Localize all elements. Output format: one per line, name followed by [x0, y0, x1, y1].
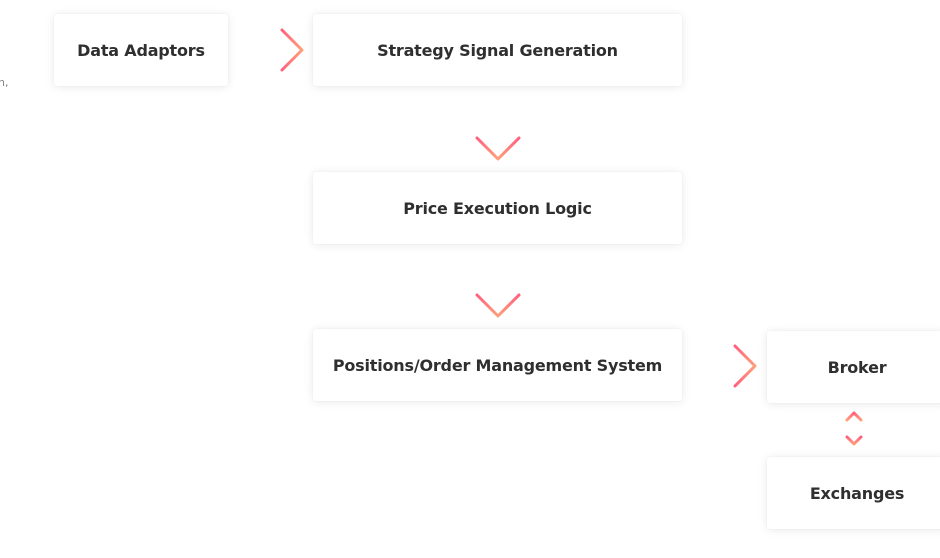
node-label: Data Adaptors	[77, 40, 205, 60]
node-positions-order-management-system: Positions/Order Management System	[313, 329, 682, 401]
node-label: Price Execution Logic	[403, 198, 592, 218]
node-label: Broker	[827, 357, 887, 377]
arrow-right-icon	[240, 28, 304, 72]
node-price-execution-logic: Price Execution Logic	[313, 172, 682, 244]
node-exchanges: Exchanges	[767, 457, 940, 529]
arrow-right-icon	[695, 344, 757, 388]
node-data-adaptors: Data Adaptors	[54, 14, 228, 86]
double-arrow-vertical-icon	[845, 411, 863, 446]
node-label: Strategy Signal Generation	[377, 40, 618, 60]
node-label: Exchanges	[809, 483, 905, 503]
node-label: Positions/Order Management System	[332, 355, 663, 375]
arrow-down-icon	[475, 256, 521, 318]
cropped-edge-text: n,	[0, 76, 9, 89]
node-strategy-signal-generation: Strategy Signal Generation	[313, 14, 682, 86]
arrow-down-icon	[475, 99, 521, 161]
node-broker: Broker	[767, 331, 940, 403]
